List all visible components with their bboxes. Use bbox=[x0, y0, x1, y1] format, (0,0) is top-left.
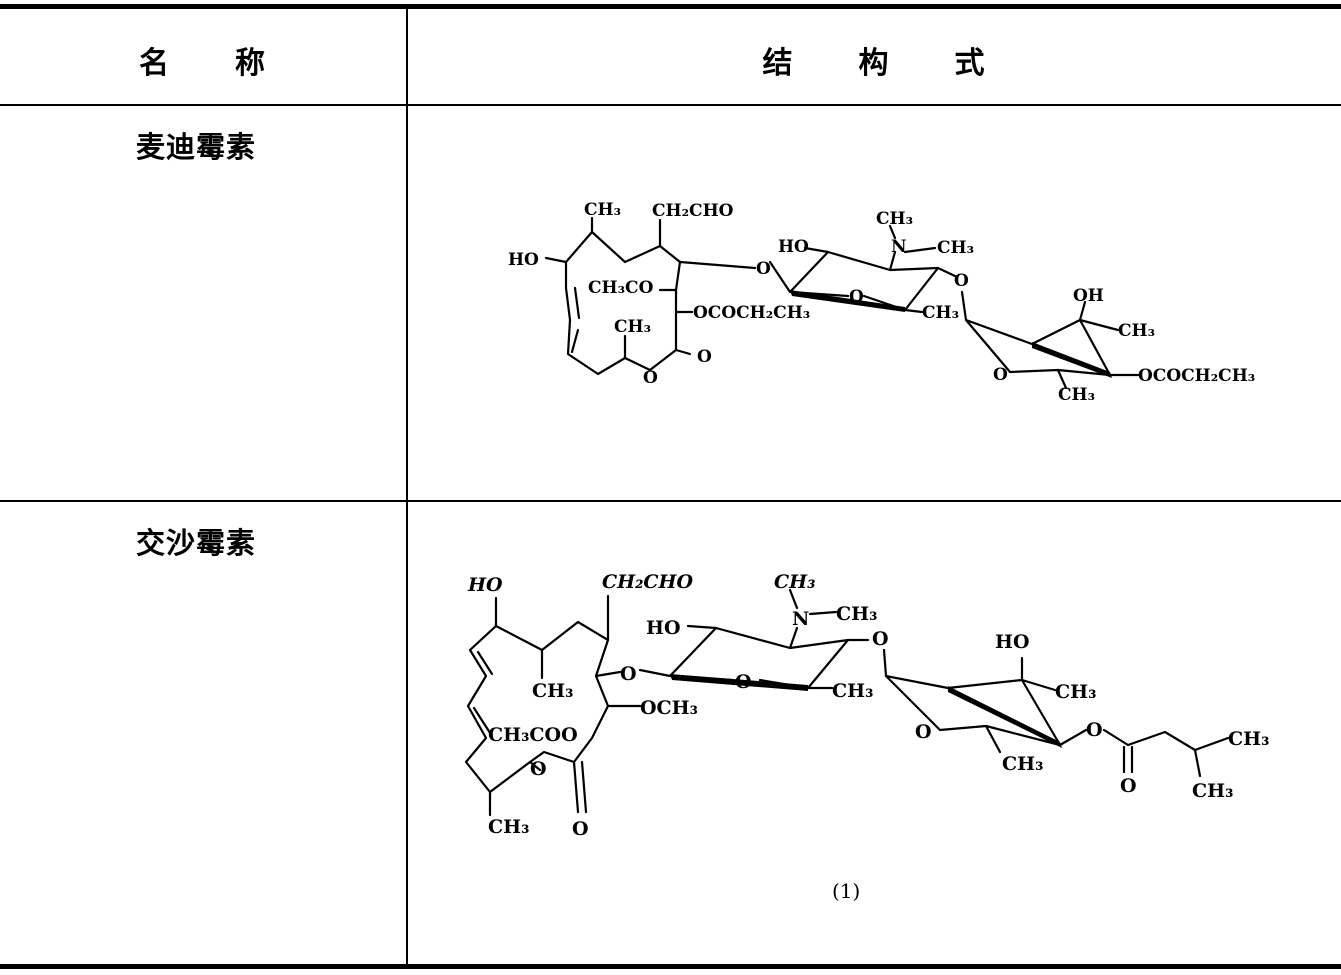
figure-note: (1) bbox=[832, 879, 860, 903]
label-och3: OCH₃ bbox=[640, 697, 698, 719]
label-ch3-iso2: CH₃ bbox=[1192, 780, 1233, 802]
label-ch3-top: CH₃ bbox=[584, 200, 621, 220]
column-header-name: 名 称 bbox=[139, 46, 267, 81]
label-carbonyl-o2: O bbox=[1120, 775, 1137, 797]
double-bond-2 bbox=[570, 328, 580, 354]
label-ch3co: CH₃CO bbox=[588, 278, 654, 298]
label-n: N bbox=[891, 237, 907, 257]
label-oh-myc: OH bbox=[1073, 286, 1104, 306]
table-header-rule bbox=[0, 104, 1341, 106]
compound-name-midecamycin: 麦迪霉素 bbox=[136, 130, 257, 164]
label-ch3-ring: CH₃ bbox=[614, 317, 651, 337]
double-bond-2 bbox=[472, 706, 494, 738]
mycarose-ring-bonds bbox=[882, 648, 1062, 747]
table-bottom-rule bbox=[0, 964, 1341, 969]
label-glyc-o: O bbox=[756, 259, 771, 279]
label-ch3-bottom: CH₃ bbox=[488, 816, 529, 838]
mycaminose-wedge bbox=[670, 674, 808, 691]
label-glyc-o: O bbox=[620, 663, 637, 685]
double-bond-1 bbox=[476, 650, 494, 676]
label-o-link: O bbox=[954, 271, 969, 291]
label-ho: HO bbox=[467, 574, 503, 596]
structure-midecamycin: CH₃ CH₂CHO HO CH₃CO CH₃ O O OCOCH₂CH₃ O … bbox=[508, 200, 1255, 405]
column-header-structure: 结 构 式 bbox=[762, 46, 987, 81]
label-n-ch3-top: CH₃ bbox=[876, 209, 913, 229]
mycaminose-wedge bbox=[790, 290, 905, 312]
mycarose-wedge bbox=[1032, 342, 1112, 378]
label-carbonyl-o: O bbox=[697, 347, 712, 367]
label-ch3-sugar: CH₃ bbox=[832, 680, 873, 702]
label-ho-sugar: HO bbox=[778, 237, 809, 257]
label-ho: HO bbox=[508, 250, 539, 270]
label-o-link: O bbox=[872, 628, 889, 650]
label-ch3-myc1: CH₃ bbox=[1055, 681, 1096, 703]
label-n-ch3-right: CH₃ bbox=[836, 603, 877, 625]
label-n-ch3-top: CH₃ bbox=[774, 571, 815, 593]
label-ester-o2: O bbox=[1086, 719, 1103, 741]
label-ch3-myc2: CH₃ bbox=[1058, 385, 1095, 405]
table-top-rule bbox=[0, 4, 1341, 9]
mycarose-wedge bbox=[948, 686, 1062, 748]
label-ocoet: OCOCH₂CH₃ bbox=[693, 303, 810, 323]
mycarose-ring-bonds bbox=[960, 290, 1112, 377]
label-ch3-myc2: CH₃ bbox=[1002, 753, 1043, 775]
label-ch3-sugar: CH₃ bbox=[922, 303, 959, 323]
label-ch3coo: CH₃COO bbox=[488, 724, 578, 746]
label-ch3-mid: CH₃ bbox=[532, 680, 573, 702]
macrolide-ring-bonds bbox=[564, 230, 682, 376]
label-ch3-myc1: CH₃ bbox=[1118, 321, 1155, 341]
label-n-ch3-right: CH₃ bbox=[937, 238, 974, 258]
label-ester-o: O bbox=[643, 368, 658, 388]
label-ester-o: O bbox=[530, 758, 547, 780]
label-n: N bbox=[792, 608, 809, 630]
structure-josamycin: HO CH₂CHO CH₃ OCH₃ CH₃COO O O CH₃ O HO C… bbox=[464, 571, 1269, 840]
label-ring-o2: O bbox=[915, 721, 932, 743]
compound-name-josamycin: 交沙霉素 bbox=[136, 526, 257, 560]
label-ocoet2: OCOCH₂CH₃ bbox=[1138, 366, 1255, 386]
label-ring-o: O bbox=[735, 671, 752, 693]
table-column-divider bbox=[406, 8, 408, 966]
label-ho-sugar: HO bbox=[646, 617, 681, 639]
label-ch2cho: CH₂CHO bbox=[652, 201, 734, 221]
double-bond-1 bbox=[573, 286, 581, 320]
label-ring-o2: O bbox=[993, 365, 1008, 385]
macrolide-ring-bonds bbox=[464, 620, 610, 794]
label-ch3-iso1: CH₃ bbox=[1228, 728, 1269, 750]
table-row-divider bbox=[0, 500, 1341, 502]
label-carbonyl-o: O bbox=[572, 818, 589, 840]
label-ch2cho: CH₂CHO bbox=[602, 571, 693, 593]
label-ho-myc: HO bbox=[995, 631, 1030, 653]
label-ring-o: O bbox=[849, 287, 864, 307]
